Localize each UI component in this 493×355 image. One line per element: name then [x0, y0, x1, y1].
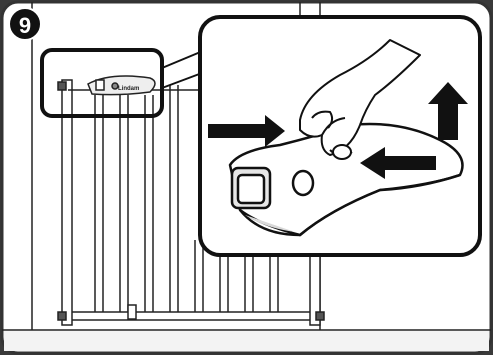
gate-logo-text: Lindam	[118, 86, 139, 92]
step-number-badge: 9	[8, 7, 42, 41]
floor-shade	[4, 331, 489, 351]
